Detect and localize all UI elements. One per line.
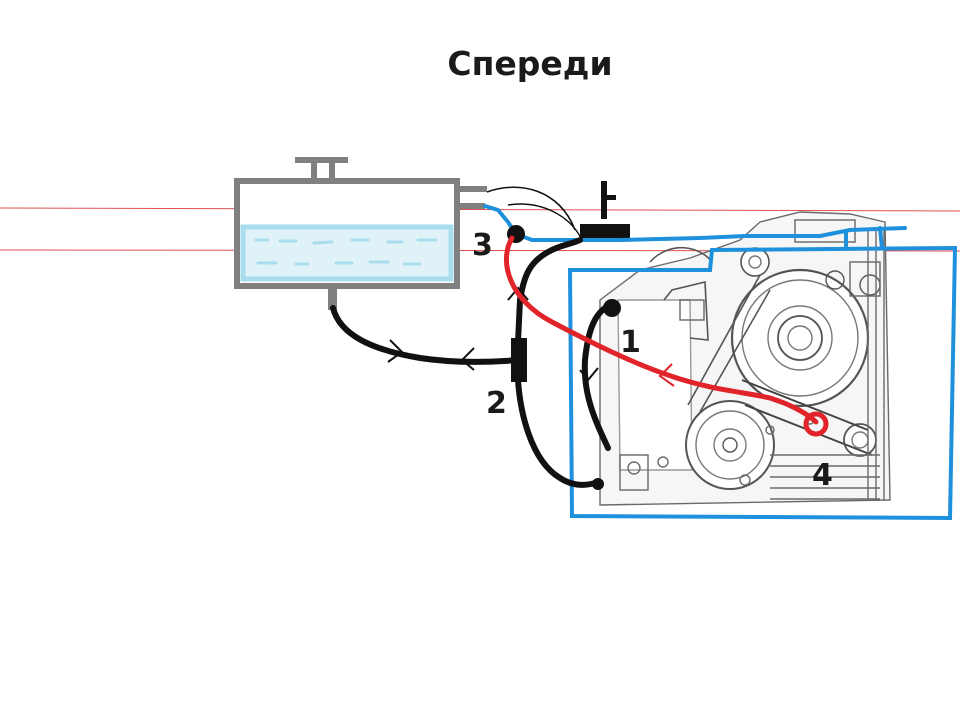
label-line-3: 3 <box>472 228 493 263</box>
hose-blue <box>483 204 907 250</box>
label-line-1: 1 <box>620 325 641 360</box>
thermostat-housing <box>486 181 630 241</box>
label-line-4: 4 <box>812 458 833 493</box>
hose-black <box>330 237 613 488</box>
expansion-tank <box>234 157 487 310</box>
engine-drawing <box>599 211 891 506</box>
flow-arrow-icon <box>387 286 599 382</box>
tank-upper-nozzle <box>457 186 487 192</box>
hose-red <box>503 235 819 425</box>
hose-2-coupling <box>511 338 527 382</box>
engine-boundary <box>567 245 958 521</box>
tank-coolant <box>240 224 454 282</box>
hose-2-bottom-connector <box>592 478 604 490</box>
hose-4-fitting <box>803 411 829 437</box>
tank-cap-neck-left <box>311 162 317 180</box>
coolant-ripples <box>254 238 438 266</box>
tank-lower-nozzle <box>457 203 485 209</box>
tank-bottom-outlet <box>328 286 337 310</box>
tank-cap-top <box>295 157 348 163</box>
tank-cap-neck-right <box>329 162 335 180</box>
guide-line-upper <box>0 207 960 212</box>
hose-1-connector <box>603 299 621 317</box>
label-line-2: 2 <box>486 386 507 421</box>
flow-arrow-icon <box>658 363 675 387</box>
